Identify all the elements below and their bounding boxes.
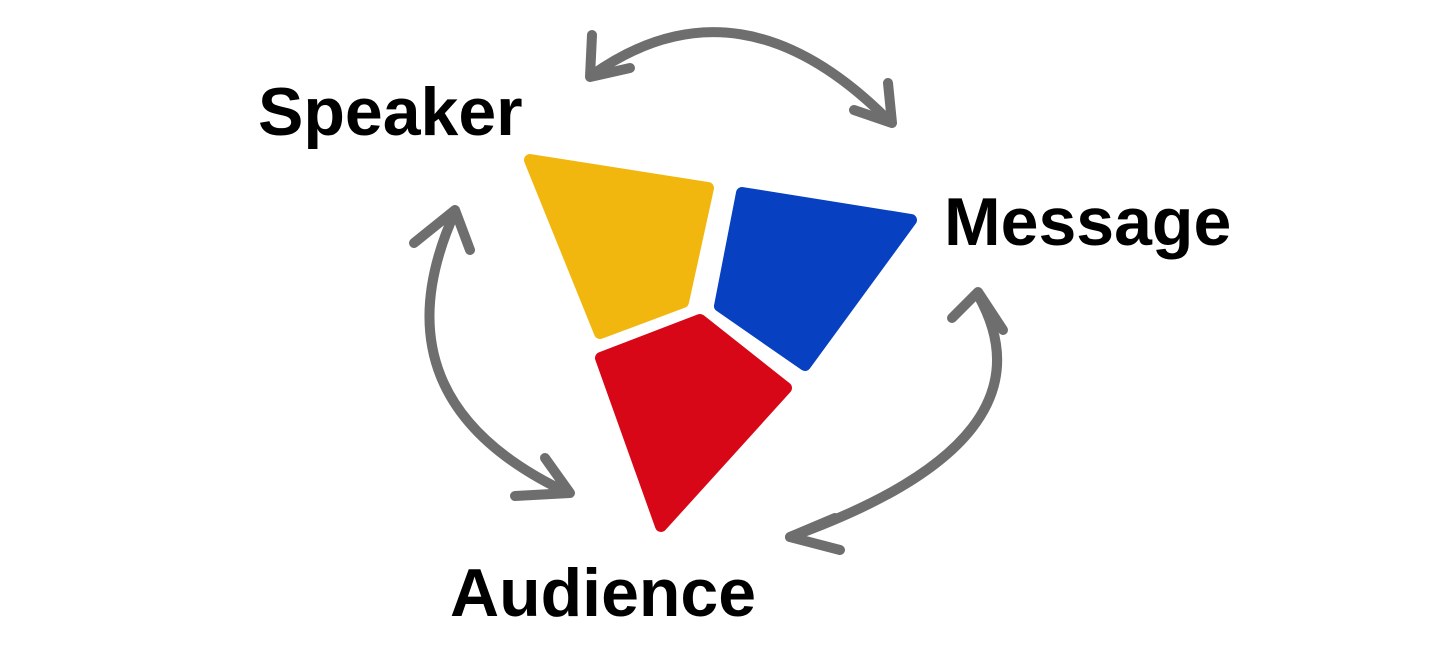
arrow-speaker-message-head-start: [585, 30, 635, 82]
triangle: [524, 154, 917, 532]
arrow-speaker-audience-head-end: [510, 453, 575, 501]
arrow-speaker-message-head-end: [849, 78, 897, 128]
audience-segment: [595, 314, 792, 532]
arrow-message-audience-head-end: [785, 513, 845, 555]
message-label: Message: [944, 184, 1231, 260]
arrow-speaker-audience-curve: [424, 207, 573, 498]
arrow-speaker-audience-head-start: [409, 205, 475, 255]
arrow-speaker-message-curve: [587, 27, 895, 127]
speaker-segment: [524, 154, 714, 339]
message-segment: [714, 187, 917, 371]
arrow-speaker-message: [585, 27, 897, 128]
arrow-speaker-audience: [409, 205, 575, 501]
audience-label: Audience: [450, 555, 756, 631]
arrow-message-audience: [785, 287, 1008, 555]
speaker-label: Speaker: [258, 74, 523, 150]
arrow-message-audience-head-start: [947, 287, 1008, 335]
arrows: [409, 27, 1008, 555]
arrow-message-audience-curve: [785, 290, 1003, 542]
